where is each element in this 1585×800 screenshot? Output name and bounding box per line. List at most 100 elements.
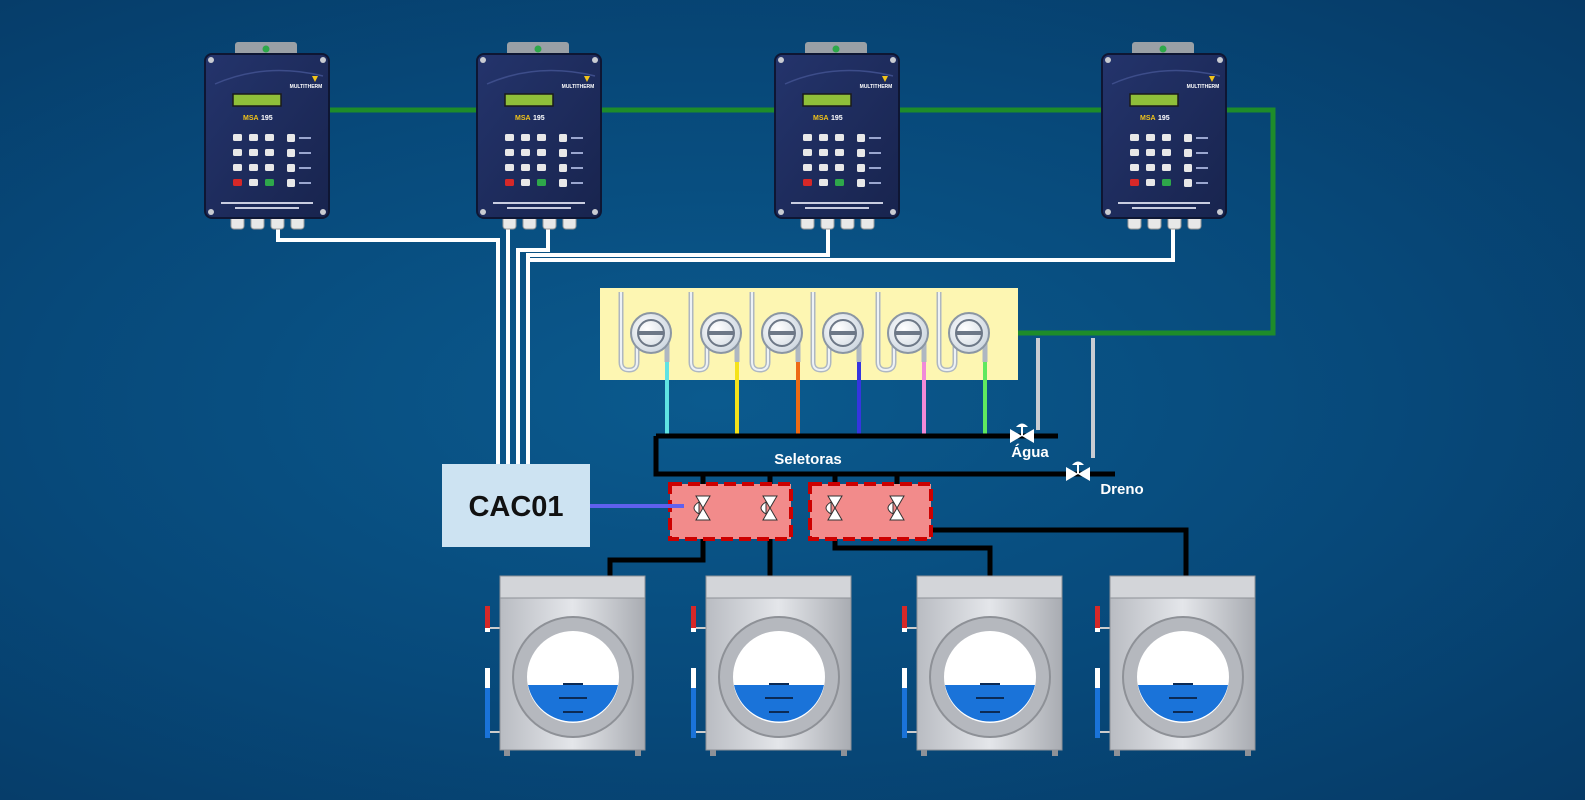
keypad-key	[803, 164, 812, 171]
keypad-key	[505, 179, 514, 186]
screw	[1105, 209, 1111, 215]
washer-foot	[710, 750, 716, 756]
washer-drum-line	[1173, 711, 1193, 713]
temp-sensor-icon	[902, 606, 907, 628]
pump-rotor-bar	[769, 331, 795, 335]
function-key	[287, 149, 295, 157]
function-key	[559, 179, 567, 187]
function-key-caption	[571, 137, 583, 139]
washer-4	[1095, 575, 1256, 756]
washer-foot	[841, 750, 847, 756]
keypad-key	[1162, 179, 1171, 186]
washer-water	[528, 685, 618, 722]
valve-left	[1066, 467, 1078, 481]
function-key	[559, 149, 567, 157]
pump-tube-coil-inner	[938, 292, 956, 372]
washer-drum-line	[1169, 697, 1197, 699]
keypad-key	[1146, 134, 1155, 141]
function-key-caption	[1196, 152, 1208, 154]
keypad-key	[1130, 134, 1139, 141]
pump-panel	[600, 288, 1018, 436]
function-key	[287, 179, 295, 187]
washer-drum-line	[563, 711, 583, 713]
decor-curve	[784, 69, 894, 85]
washer-foot	[504, 750, 510, 756]
function-key-caption	[1196, 137, 1208, 139]
function-key-caption	[299, 152, 311, 154]
washer-drum-line	[976, 697, 1004, 699]
function-key	[559, 164, 567, 172]
model-prefix: MSA	[515, 115, 531, 122]
valve-left	[1010, 429, 1022, 443]
brand-logo-icon	[882, 76, 888, 82]
model-prefix: MSA	[1140, 115, 1156, 122]
pump-1	[618, 292, 672, 436]
keypad-key	[819, 149, 828, 156]
signal-wire-4	[526, 228, 830, 466]
pump-rotor-bar	[956, 331, 982, 335]
keypad-key	[233, 179, 242, 186]
washer-2	[691, 575, 852, 756]
keypad-key	[265, 149, 274, 156]
manifold-label: Seletoras	[774, 451, 842, 468]
pump-5	[875, 292, 929, 436]
signal-wire-1	[276, 228, 500, 466]
pump-tube-coil-inner	[877, 292, 895, 372]
washer-foot	[1114, 750, 1120, 756]
lcd-display	[504, 93, 554, 107]
controller: CAC01	[442, 464, 684, 547]
washer-foot	[921, 750, 927, 756]
model-prefix: MSA	[243, 115, 259, 122]
function-key-caption	[571, 167, 583, 169]
pump-rotor-bar	[895, 331, 921, 335]
selector-blocks	[668, 482, 933, 541]
model-number: 195	[831, 115, 843, 122]
lcd-display	[802, 93, 852, 107]
keypad-key	[265, 179, 274, 186]
level-sensor-icon	[485, 688, 490, 738]
screw	[480, 209, 486, 215]
washer-top-panel	[705, 575, 852, 599]
function-key	[287, 164, 295, 172]
screw	[320, 57, 326, 63]
signal-wires	[276, 228, 1175, 466]
function-key	[857, 164, 865, 172]
washer-foot	[1052, 750, 1058, 756]
pump-rotor-bar	[830, 331, 856, 335]
keypad-key	[505, 149, 514, 156]
screw	[778, 209, 784, 215]
screw	[890, 209, 896, 215]
brand-label: MULTITHERM	[1187, 84, 1220, 90]
screw	[208, 209, 214, 215]
selector-block-body	[668, 482, 793, 541]
function-key-caption	[1196, 167, 1208, 169]
footer-text	[791, 202, 883, 204]
keypad-key	[233, 134, 242, 141]
selector-valve-actuator	[693, 501, 700, 515]
keypad-key	[521, 179, 530, 186]
screw	[480, 57, 486, 63]
footer-text	[221, 202, 313, 204]
keypad-key	[819, 179, 828, 186]
pump-rotor-bar	[708, 331, 734, 335]
brand-label: MULTITHERM	[860, 84, 893, 90]
dispenser-led	[534, 45, 542, 53]
keypad-key	[1146, 179, 1155, 186]
keypad-key	[249, 134, 258, 141]
washer-drum-line	[765, 697, 793, 699]
washer-top-panel	[499, 575, 646, 599]
function-key	[1184, 164, 1192, 172]
keypad-key	[521, 134, 530, 141]
washer-1	[485, 575, 646, 756]
washer-drum-line	[563, 683, 583, 685]
temp-sensor-icon	[1095, 606, 1100, 628]
function-key	[857, 149, 865, 157]
function-key	[1184, 134, 1192, 142]
cac01-label: CAC01	[468, 491, 563, 523]
washer-drum-line	[769, 683, 789, 685]
temp-sensor-icon	[691, 606, 696, 628]
